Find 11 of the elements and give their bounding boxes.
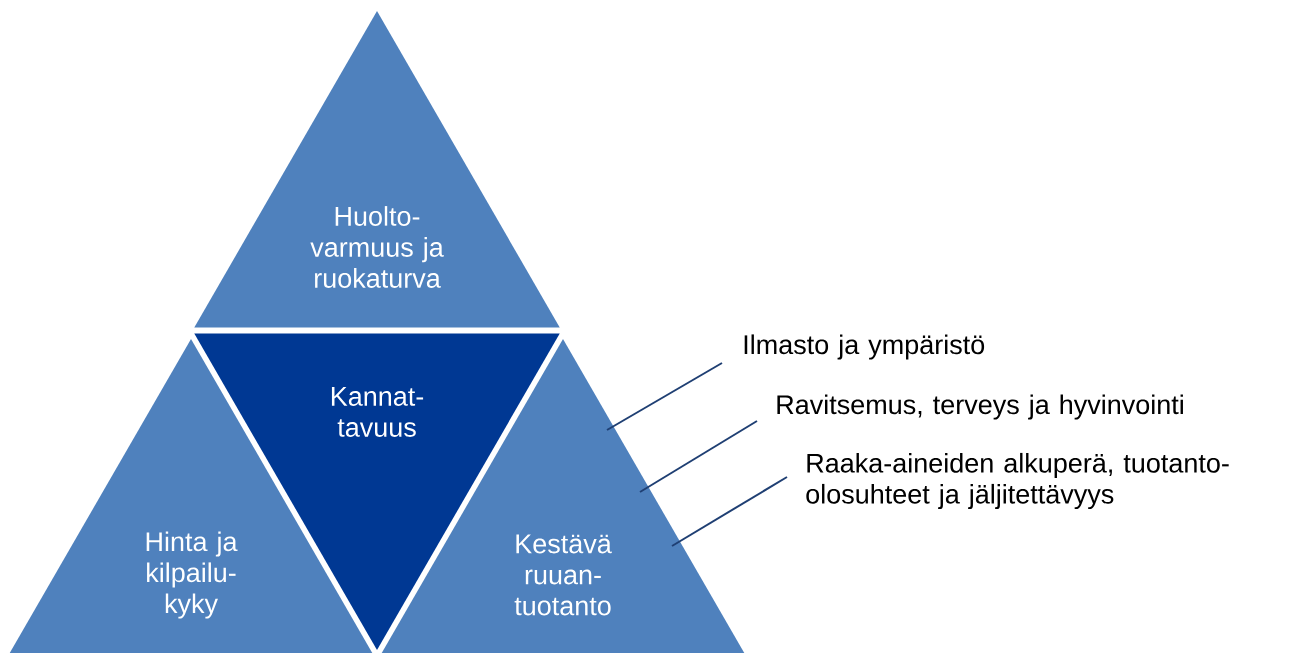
leader-line [671, 476, 788, 547]
callout-text: Ravitsemus, terveys ja hyvinvointi [777, 394, 1183, 420]
triangle-label: Hinta ja kilpailu- kyky [146, 531, 238, 619]
triangle [194, 11, 560, 328]
leader-line [606, 362, 723, 431]
triangle-label: Kannat- tavuus [331, 387, 424, 437]
callout-text: Raaka-aineiden alkuperä, tuotanto- olosuhteet ja jäljitettävyys [806, 452, 1229, 510]
triangle-label: Kestävä ruuan- tuotanto [514, 534, 612, 616]
callout-text: Ilmasto ja ympäristö [744, 334, 985, 360]
triangle-label: Huolto- varmuus ja ruokaturva [310, 206, 444, 288]
leader-line [639, 420, 758, 493]
